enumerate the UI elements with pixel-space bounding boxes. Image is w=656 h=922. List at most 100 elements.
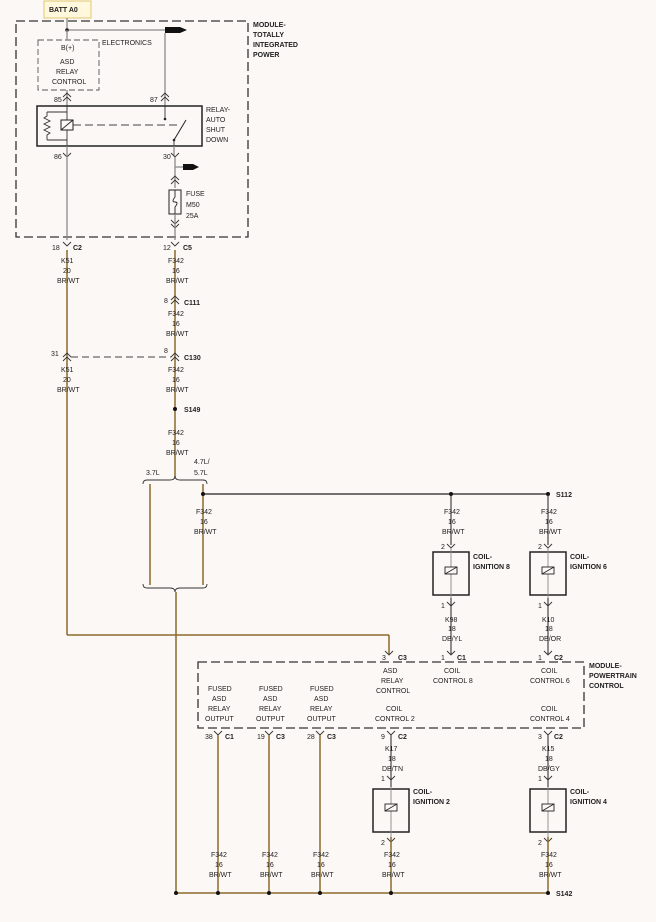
pcm-module-box [197,661,585,729]
c130-pin-right: 8 [164,348,168,355]
c111-pin: 8 [164,298,168,305]
svg-text:ASD: ASD [383,668,397,675]
svg-text:FUSED: FUSED [310,686,334,693]
asd-relay[interactable] [36,105,203,147]
coil-ignition-8[interactable] [432,548,470,598]
coil-ignition-2[interactable] [372,787,410,837]
svg-text:1: 1 [441,603,445,610]
svg-text:OUTPUT: OUTPUT [205,716,235,723]
svg-text:16: 16 [545,862,553,869]
wire-f342-label-b5: F342 16 BR/WT [539,852,562,879]
c130-connector-right [170,352,180,362]
svg-text:16: 16 [388,862,396,869]
svg-text:20: 20 [63,377,71,384]
svg-text:BR/WT: BR/WT [194,529,217,536]
fuse-m50[interactable] [168,189,182,215]
s142-splice[interactable] [546,891,550,895]
pin-30: 30 [163,154,171,161]
relay-resistor [42,112,52,140]
engine-option-bracket-top [142,475,208,485]
svg-text:BR/WT: BR/WT [539,872,562,879]
svg-text:CONTROL: CONTROL [589,683,624,690]
svg-text:18: 18 [545,626,553,633]
asd-relay-control-label: ASD RELAY CONTROL [52,59,86,86]
svg-text:MODULE-: MODULE- [253,22,286,29]
svg-text:C3: C3 [327,734,336,741]
svg-text:OUTPUT: OUTPUT [307,716,337,723]
coil-8-label-1: COIL- [473,554,493,561]
pin-86: 86 [54,154,62,161]
svg-text:ASD: ASD [263,696,277,703]
svg-text:F342: F342 [313,852,329,859]
svg-text:C1: C1 [457,655,466,662]
fuse-label: FUSE M50 25A [186,191,205,220]
svg-text:BR/WT: BR/WT [166,278,189,285]
svg-text:F342: F342 [168,430,184,437]
s142-label: S142 [556,891,572,898]
s149-splice[interactable] [173,407,177,411]
pcm-c1-cc8-connector [446,650,456,656]
pin-85-connector [62,92,72,102]
svg-text:C3: C3 [276,734,285,741]
batt-continue-arrow [165,27,187,33]
svg-text:1: 1 [538,776,542,783]
wire-k51-label-1: K51 20 BR/WT [57,258,80,285]
svg-text:RELAY-: RELAY- [206,107,231,114]
svg-text:3: 3 [538,734,542,741]
c111-connector [170,295,180,305]
c2-label: C2 [73,245,82,252]
svg-text:16: 16 [172,268,180,275]
wire-k51-label-2: K51 20 BR/WT [57,367,80,394]
svg-text:28: 28 [307,734,315,741]
wire-f342-label-1: F342 16 BR/WT [166,258,189,285]
coil-ignition-4[interactable] [529,787,567,837]
svg-text:18: 18 [545,756,553,763]
electronics-label: ELECTRONICS [102,40,152,47]
svg-text:FUSED: FUSED [208,686,232,693]
c5-label: C5 [183,245,192,252]
svg-text:C2: C2 [554,655,563,662]
svg-text:CONTROL 2: CONTROL 2 [375,716,415,723]
tipm-title: MODULE- TOTALLY INTEGRATED POWER [253,22,298,59]
svg-text:BR/WT: BR/WT [57,278,80,285]
svg-text:F342: F342 [168,258,184,265]
svg-text:SHUT: SHUT [206,127,226,134]
svg-text:C2: C2 [398,734,407,741]
svg-text:RELAY: RELAY [310,706,333,713]
coil-ignition-6[interactable] [529,548,567,598]
svg-text:9: 9 [381,734,385,741]
c5-connector [170,241,180,247]
wire-k15-label: K15 18 DB/GY [538,746,560,773]
svg-text:CONTROL 8: CONTROL 8 [433,678,473,685]
wire-f342-label-7: F342 16 BR/WT [539,509,562,536]
svg-text:DOWN: DOWN [206,137,228,144]
svg-text:K10: K10 [542,617,555,624]
wire-f342-label-4: F342 16 BR/WT [166,430,189,457]
svg-text:1: 1 [441,655,445,662]
c111-label: C111 [184,300,200,307]
pcm-fused-output-2: FUSED ASD RELAY OUTPUT [256,686,286,723]
pcm-coil-control-6: COIL CONTROL 6 [530,668,570,685]
svg-text:1: 1 [381,776,385,783]
c130-connector-left [62,352,72,362]
svg-text:16: 16 [172,321,180,328]
coil-2-label-2: IGNITION 2 [413,799,450,806]
svg-text:1: 1 [538,603,542,610]
coil-4-label-1: COIL- [570,789,590,796]
svg-text:F342: F342 [262,852,278,859]
svg-text:F342: F342 [168,311,184,318]
pcm-c2-cc6-connector [543,650,553,656]
svg-text:F342: F342 [196,509,212,516]
svg-text:19: 19 [257,734,265,741]
coil-4-label-2: IGNITION 4 [570,799,607,806]
wire-f342-label-b3: F342 16 BR/WT [311,852,334,879]
coil-6-label-2: IGNITION 6 [570,564,607,571]
wire-f342-label-b2: F342 16 BR/WT [260,852,283,879]
svg-text:K51: K51 [61,367,74,374]
svg-text:DB/TN: DB/TN [382,766,403,773]
svg-text:C1: C1 [225,734,234,741]
svg-text:BR/WT: BR/WT [260,872,283,879]
s112-label: S112 [556,492,572,499]
svg-text:16: 16 [200,519,208,526]
